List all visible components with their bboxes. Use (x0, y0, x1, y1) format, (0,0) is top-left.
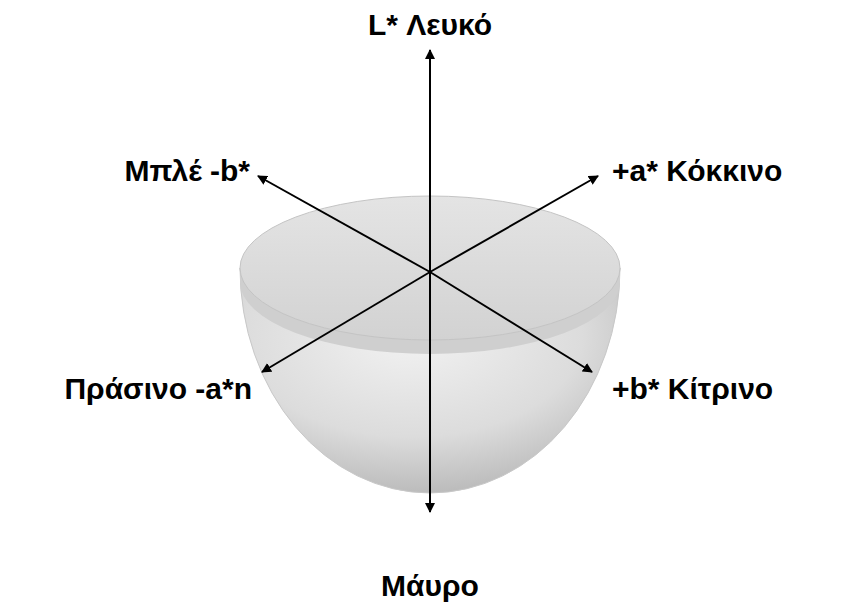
a-axis-neg (262, 272, 430, 372)
l-axis-down (429, 272, 431, 512)
b-axis-pos (430, 272, 592, 372)
axis-label: L* Λευκό (368, 8, 492, 41)
l-axis-up (429, 50, 431, 272)
a-axis-pos (430, 176, 598, 272)
axis-label: Πράσινο -a*n (64, 372, 252, 405)
axis-label: Μάυρο (381, 569, 479, 602)
axis-label: +b* Κίτρινο (612, 372, 773, 405)
b-axis-neg (258, 176, 430, 272)
axis-label: Μπλέ -b* (125, 154, 250, 187)
axis-label: +a* Κόκκινο (612, 154, 782, 187)
